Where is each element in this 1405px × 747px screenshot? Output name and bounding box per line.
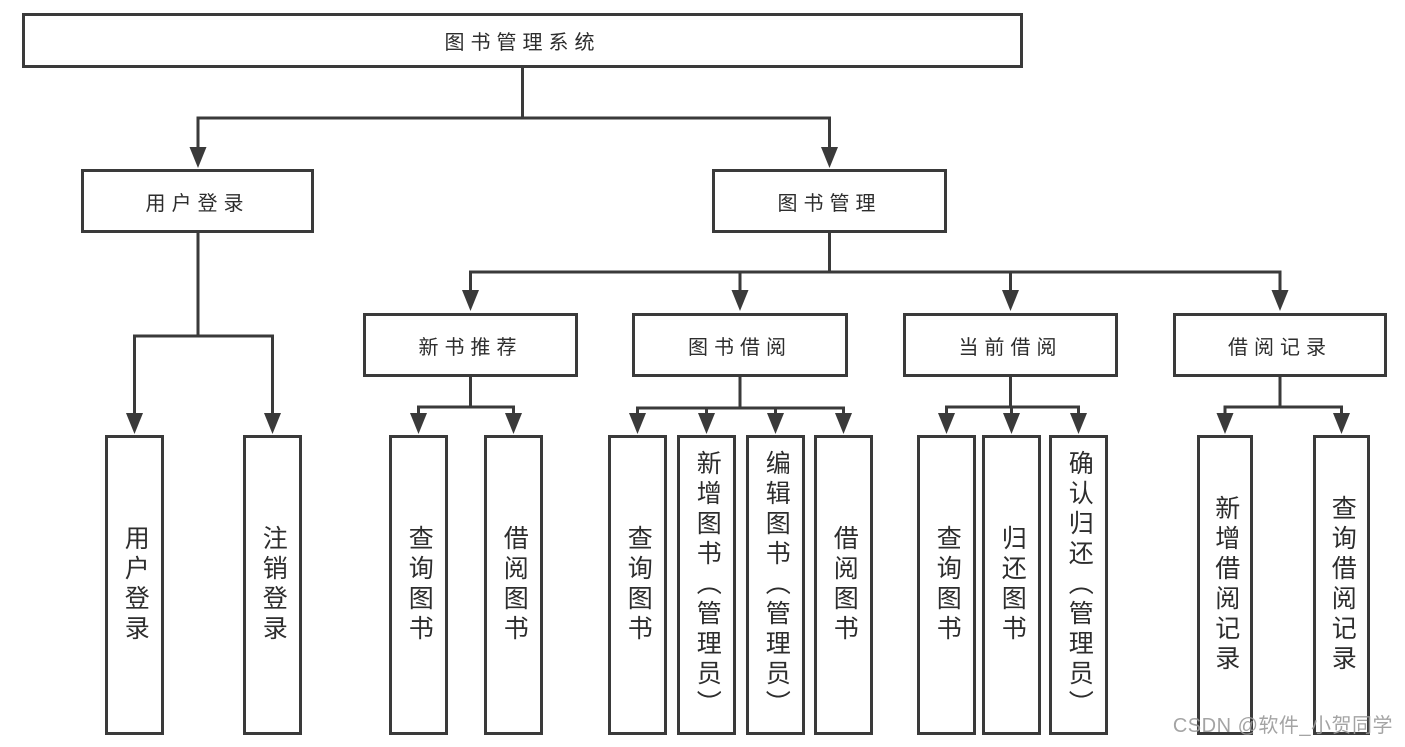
node-library-system: 图书管理系统 [22,13,1023,68]
node-label: 新增图书（管理员） [693,450,722,720]
node-label: 注销登录 [259,525,288,645]
node-label: 查询图书 [933,525,962,645]
node-new-book-recommendation: 新书推荐 [363,313,578,377]
node-label: 确认归还（管理员） [1065,450,1094,720]
node-logout-leaf: 注销登录 [243,435,302,735]
node-borrow-books-recommend: 借阅图书 [484,435,543,735]
node-query-books-current: 查询图书 [917,435,976,735]
node-label: 新增借阅记录 [1211,495,1240,675]
node-label: 查询图书 [624,525,653,645]
node-label: 借阅记录 [1228,336,1332,359]
node-current-borrowing: 当前借阅 [903,313,1118,377]
node-edit-book-admin: 编辑图书（管理员） [746,435,805,735]
node-add-borrow-record: 新增借阅记录 [1197,435,1253,735]
node-label: 查询借阅记录 [1328,495,1357,675]
node-label: 查询图书 [405,525,434,645]
node-label: 图书管理系统 [444,32,601,54]
node-label: 用户登录 [121,525,150,645]
node-return-books: 归还图书 [982,435,1041,735]
node-book-borrowing: 图书借阅 [632,313,848,377]
node-user-login: 用户登录 [81,169,314,233]
arrowheads [126,147,1350,434]
watermark-text: CSDN @软件_小贺同学 [1172,715,1393,737]
node-label: 编辑图书（管理员） [762,450,791,720]
node-add-book-admin: 新增图书（管理员） [677,435,736,735]
node-query-books-recommend: 查询图书 [389,435,448,735]
node-borrowing-records: 借阅记录 [1173,313,1387,377]
node-label: 图书借阅 [688,336,792,359]
node-label: 当前借阅 [958,336,1063,359]
node-confirm-return-admin: 确认归还（管理员） [1049,435,1108,735]
node-book-management: 图书管理 [712,169,947,233]
node-label: 用户登录 [145,192,250,215]
node-label: 借阅图书 [500,525,529,645]
node-label: 借阅图书 [830,525,859,645]
node-borrow-books-borrowing: 借阅图书 [814,435,873,735]
node-label: 图书管理 [777,192,882,215]
node-query-borrow-record: 查询借阅记录 [1313,435,1370,735]
node-label: 新书推荐 [418,336,523,359]
node-label: 归还图书 [998,525,1027,645]
node-user-login-leaf: 用户登录 [105,435,164,735]
node-query-books-borrowing: 查询图书 [608,435,667,735]
